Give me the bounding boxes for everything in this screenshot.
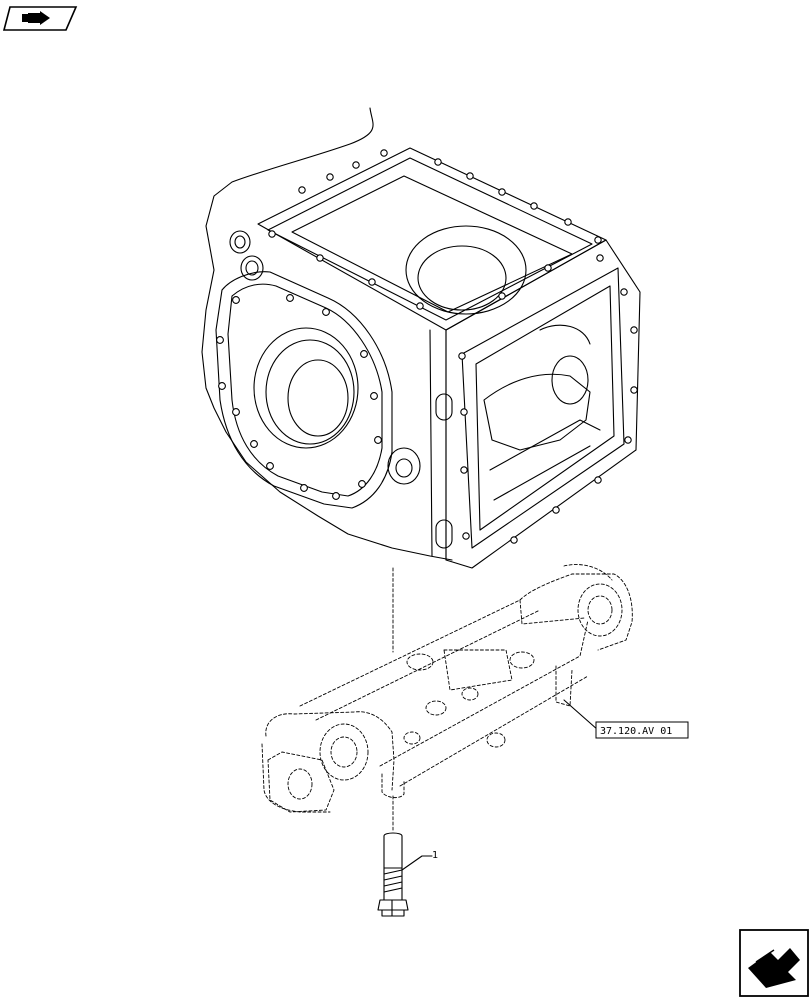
reference-label-box[interactable]: 37.120.AV 01: [595, 721, 689, 739]
front-axle-support: [261, 564, 633, 813]
bolt-item-1[interactable]: [377, 832, 409, 917]
reference-leader: [563, 699, 601, 731]
item-number-label: 1: [432, 850, 438, 861]
reference-label[interactable]: 37.120.AV 01: [600, 726, 672, 737]
book-arrow-icon[interactable]: [2, 6, 78, 31]
item-1-leader: [401, 855, 433, 871]
next-page-arrow-icon[interactable]: [739, 929, 809, 997]
transmission-housing: [201, 107, 641, 569]
